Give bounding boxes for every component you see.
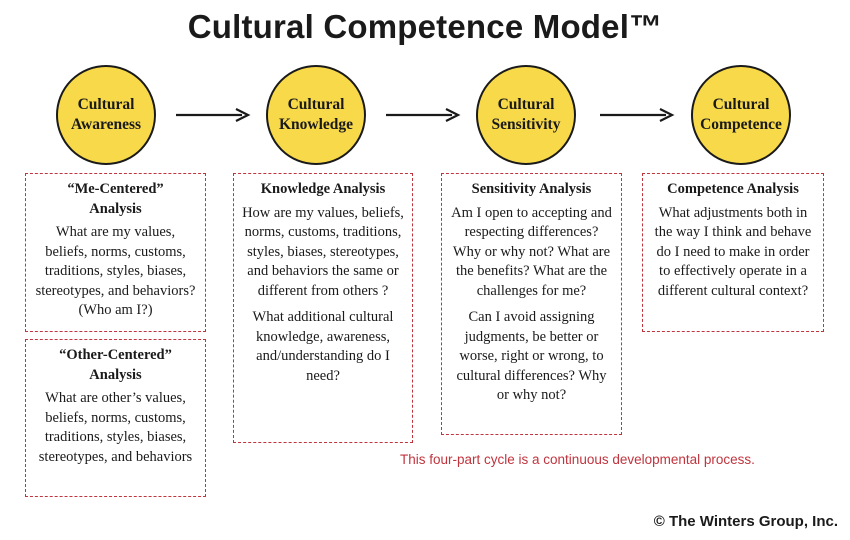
stage-label-line1: Cultural — [77, 96, 135, 113]
stage-label-line1: Cultural — [287, 96, 345, 113]
stage-label-line2: Sensitivity — [491, 116, 561, 133]
box-body: What adjustments both in the way I think… — [654, 204, 812, 299]
stage-cultural-sensitivity: Cultural Sensitivity — [476, 65, 576, 165]
stage-cultural-knowledge: Cultural Knowledge — [266, 65, 366, 165]
box-body: How are my values, beliefs, norms, custo… — [242, 204, 404, 299]
box-body: What are my values, beliefs, norms, cust… — [35, 224, 196, 318]
box-heading: Sensitivity Analysis — [471, 181, 592, 197]
arrow-right-icon — [176, 108, 251, 122]
stage-label-line1: Cultural — [497, 96, 555, 113]
competence-analysis-box: Competence Analysis What adjustments bot… — [642, 173, 824, 332]
box-body: What additional cultural knowledge, awar… — [252, 309, 394, 384]
box-body: What are other’s values, beliefs, norms,… — [38, 390, 193, 465]
stage-label-line1: Cultural — [712, 96, 770, 113]
box-body: Am I open to accepting and respecting di… — [451, 204, 612, 299]
arrow-right-icon — [386, 108, 461, 122]
box-heading: “Other-Centered” Analysis — [59, 347, 172, 383]
box-heading: Competence Analysis — [667, 181, 799, 197]
cycle-note: This four-part cycle is a continuous dev… — [400, 452, 755, 467]
page-title: Cultural Competence Model™ — [187, 8, 663, 45]
copyright: © The Winters Group, Inc. — [653, 513, 838, 530]
box-heading: “Me-Centered” Analysis — [67, 181, 164, 217]
stage-label-line2: Competence — [700, 116, 782, 133]
stage-label-line2: Knowledge — [278, 116, 354, 133]
box-heading: Knowledge Analysis — [260, 181, 386, 197]
other-centered-analysis-box: “Other-Centered” Analysis What are other… — [25, 339, 206, 497]
stage-cultural-awareness: Cultural Awareness — [56, 65, 156, 165]
me-centered-analysis-box: “Me-Centered” Analysis What are my value… — [25, 173, 206, 332]
knowledge-analysis-box: Knowledge Analysis How are my values, be… — [233, 173, 413, 443]
sensitivity-analysis-box: Sensitivity Analysis Am I open to accept… — [441, 173, 622, 435]
arrow-right-icon — [600, 108, 675, 122]
stage-cultural-competence: Cultural Competence — [691, 65, 791, 165]
stage-label-line2: Awareness — [70, 116, 142, 133]
box-body: Can I avoid assigning judgments, be bett… — [456, 309, 607, 403]
